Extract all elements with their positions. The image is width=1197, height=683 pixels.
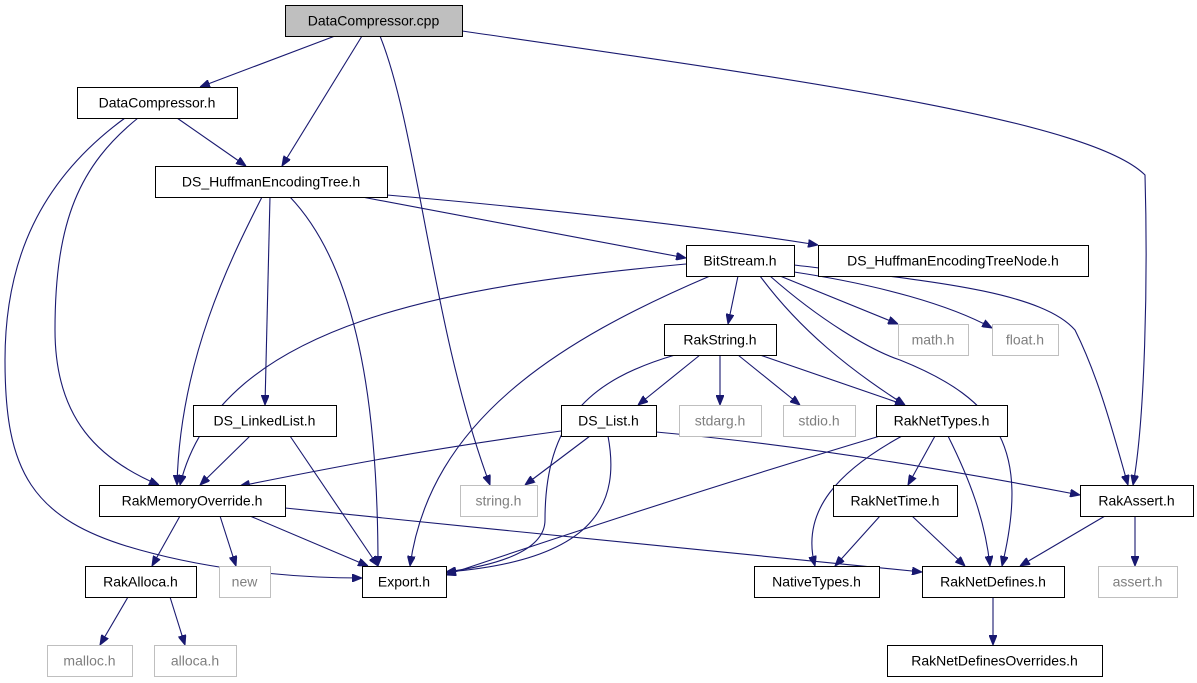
edge-bitstream-h-to-rakstring-h [728, 275, 739, 324]
edge-ds-huffman-tree-h-to-ds-linkedlist-h [265, 196, 271, 405]
node-datacompressor-h[interactable]: DataCompressor.h [77, 87, 238, 119]
edge-rakstring-h-to-export-h [446, 354, 676, 572]
node-label: string.h [476, 493, 522, 509]
node-export-h[interactable]: Export.h [362, 566, 447, 598]
node-label: NativeTypes.h [772, 574, 861, 590]
node-ds-huffman-tree-h[interactable]: DS_HuffmanEncodingTree.h [155, 166, 388, 198]
node-float-h: float.h [992, 324, 1059, 356]
node-stdio-h: stdio.h [783, 405, 856, 437]
node-label: DS_List.h [578, 413, 639, 429]
node-label: alloca.h [171, 653, 219, 669]
node-label: RakNetTypes.h [894, 413, 990, 429]
edge-raknettypes-h-to-export-h [446, 435, 881, 575]
edge-datacompressor-h-to-rakmemoryoverride-h [54, 117, 159, 485]
edge-ds-huffman-tree-h-to-export-h [289, 196, 378, 566]
node-datacompressor-cpp[interactable]: DataCompressor.cpp [285, 5, 463, 37]
edge-ds-list-h-to-rakassert-h [655, 431, 1080, 495]
edge-ds-list-h-to-rakmemoryoverride-h [240, 430, 562, 486]
node-label: DS_HuffmanEncodingTreeNode.h [847, 253, 1059, 269]
node-label: math.h [912, 332, 955, 348]
node-label: new [232, 574, 259, 590]
node-label: RakAlloca.h [103, 574, 178, 590]
node-label: DS_LinkedList.h [214, 413, 316, 429]
node-label: RakNetDefines.h [940, 574, 1046, 590]
edge-rakmemoryoverride-h-to-raknetdefines-h [284, 507, 922, 572]
edge-ds-list-h-to-export-h [446, 435, 612, 572]
edge-rakassert-h-to-raknetdefines-h [1020, 515, 1106, 566]
node-label: DS_HuffmanEncodingTree.h [182, 174, 360, 190]
edge-ds-linkedlist-h-to-rakmemoryoverride-h [200, 435, 251, 485]
node-rakmemoryoverride-h[interactable]: RakMemoryOverride.h [99, 485, 286, 517]
node-stdarg-h: stdarg.h [679, 405, 762, 437]
edge-ds-huffman-tree-h-to-bitstream-h [361, 196, 686, 258]
node-raknettime-h[interactable]: RakNetTime.h [833, 485, 958, 517]
edge-datacompressor-h-to-ds-huffman-tree-h [176, 117, 246, 166]
node-rakalloca-h[interactable]: RakAlloca.h [85, 566, 197, 598]
edge-raknettypes-h-to-nativetypes-h [812, 435, 903, 566]
node-raknetdefines-h[interactable]: RakNetDefines.h [922, 566, 1065, 598]
edge-ds-huffman-tree-h-to-ds-huffman-node-h [386, 194, 818, 245]
node-malloc-h: malloc.h [47, 645, 133, 677]
edge-rakmemoryoverride-h-to-export-h [249, 515, 368, 566]
edge-bitstream-h-to-raknettypes-h [759, 275, 905, 405]
node-ds-linkedlist-h[interactable]: DS_LinkedList.h [193, 405, 337, 437]
node-alloca-h: alloca.h [154, 645, 237, 677]
edge-rakstring-h-to-raknettypes-h [759, 354, 905, 405]
edge-bitstream-h-to-math-h [779, 275, 898, 325]
edges-layer [4, 30, 1147, 645]
edge-bitstream-h-to-rakassert-h [793, 264, 1128, 485]
node-bitstream-h[interactable]: BitStream.h [686, 245, 795, 277]
edge-raknettypes-h-to-raknettime-h [908, 435, 936, 485]
node-math-h: math.h [898, 324, 969, 356]
node-raknetdefinesoverrides-h[interactable]: RakNetDefinesOverrides.h [887, 645, 1103, 677]
edge-datacompressor-cpp-to-datacompressor-h [200, 35, 336, 87]
edge-rakalloca-h-to-alloca-h [169, 596, 185, 645]
node-label: BitStream.h [703, 253, 776, 269]
node-label: stdio.h [798, 413, 839, 429]
edge-raknettime-h-to-nativetypes-h [835, 515, 881, 566]
edge-rakstring-h-to-stdio-h [737, 354, 800, 405]
nodes-layer: DataCompressor.cppDataCompressor.hDS_Huf… [47, 5, 1194, 677]
node-raknettypes-h[interactable]: RakNetTypes.h [876, 405, 1008, 437]
node-ds-list-h[interactable]: DS_List.h [561, 405, 657, 437]
node-label: DataCompressor.h [99, 95, 216, 111]
edge-rakmemoryoverride-h-to-rakalloca-h [152, 515, 181, 566]
node-nativetypes-h[interactable]: NativeTypes.h [754, 566, 880, 598]
edge-rakstring-h-to-ds-list-h [638, 354, 701, 405]
node-rakstring-h[interactable]: RakString.h [664, 324, 777, 356]
node-label: RakNetTime.h [851, 493, 940, 509]
edge-raknettypes-h-to-raknetdefines-h [947, 435, 990, 566]
edge-datacompressor-cpp-to-ds-huffman-tree-h [282, 35, 363, 166]
edge-datacompressor-cpp-to-string-h [379, 35, 490, 485]
node-label: assert.h [1113, 574, 1163, 590]
node-label: RakNetDefinesOverrides.h [911, 653, 1078, 669]
node-string-h: string.h [460, 485, 538, 517]
edge-bitstream-h-to-raknetdefines-h [769, 275, 1013, 566]
node-label: malloc.h [63, 653, 115, 669]
node-label: RakMemoryOverride.h [122, 493, 263, 509]
node-label: DataCompressor.cpp [308, 13, 440, 29]
edge-ds-list-h-to-string-h [525, 435, 591, 485]
edge-ds-linkedlist-h-to-export-h [289, 435, 378, 566]
node-assert-h: assert.h [1098, 566, 1178, 598]
edge-ds-huffman-tree-h-to-rakmemoryoverride-h [177, 196, 263, 485]
edge-raknettime-h-to-raknetdefines-h [911, 515, 965, 566]
edge-rakmemoryoverride-h-to-new [219, 515, 236, 566]
node-label: stdarg.h [695, 413, 746, 429]
edge-rakalloca-h-to-malloc-h [100, 596, 129, 645]
node-label: RakString.h [683, 332, 756, 348]
node-label: RakAssert.h [1098, 493, 1174, 509]
node-label: Export.h [378, 574, 430, 590]
node-label: float.h [1006, 332, 1044, 348]
edge-datacompressor-cpp-to-rakassert-h [461, 30, 1147, 485]
edge-bitstream-h-to-float-h [793, 271, 992, 328]
node-ds-huffman-node-h[interactable]: DS_HuffmanEncodingTreeNode.h [818, 245, 1089, 277]
node-new: new [219, 566, 271, 598]
edge-bitstream-h-to-export-h [410, 275, 711, 566]
node-rakassert-h[interactable]: RakAssert.h [1080, 485, 1194, 517]
